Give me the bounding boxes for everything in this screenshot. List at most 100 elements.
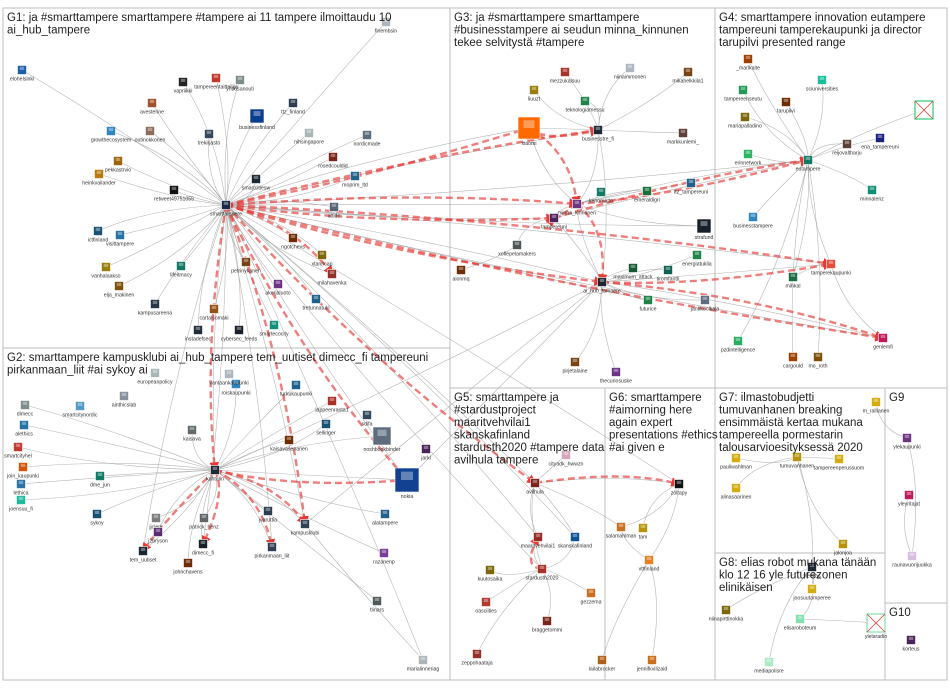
node-raunavuorijuukka[interactable]: raunavuorijuukka (892, 551, 932, 569)
node-mediapolisre[interactable]: mediapolisre (754, 657, 784, 675)
node-ai_hub_tampere[interactable]: ai_hub_tampere (583, 277, 621, 295)
node-roiskaupunki[interactable]: roiskaupunki (221, 379, 251, 397)
node-minnalenz[interactable]: minnalenz (860, 185, 884, 203)
node-mo_roth[interactable]: mo_roth (808, 352, 828, 370)
node-kenomatto[interactable]: kenomatto (589, 187, 613, 205)
node-cartalsomaki[interactable]: cartalsomaki (199, 304, 229, 322)
node-johnchavens[interactable]: johnchavens (172, 558, 203, 576)
node-tampereenseutu[interactable]: tampereenseutu (724, 85, 762, 103)
node-alinasaarinen[interactable]: alinasaarinen (721, 483, 752, 501)
node-mariapalladino[interactable]: mariapalladino (728, 112, 762, 130)
node-pauliwahlman[interactable]: pauliwahlman (720, 453, 752, 471)
node-retweet[interactable]: retweet49751055 (154, 185, 194, 203)
node-turkukaupunki[interactable]: turkukaupunki (280, 380, 312, 398)
node-growthecosystem[interactable]: growthecosystem (91, 126, 131, 144)
node-mihkal[interactable]: mihkal (786, 272, 801, 290)
node-gezzema[interactable]: gezzema (580, 588, 602, 606)
node-skanskafinland[interactable]: skanskafinland (558, 532, 592, 550)
node-finembsin[interactable]: finembsin (375, 17, 397, 35)
node-joosuutamperee[interactable]: joosuutamperee (792, 584, 831, 602)
node-genlemfi[interactable]: genlemfi (873, 333, 893, 351)
node-reijovaltharju[interactable]: reijovaltharju (832, 139, 862, 157)
node-tampereentaiteilija[interactable]: tampereentaitteilija (194, 73, 238, 91)
node-energiatuklia[interactable]: energiatuklia (682, 250, 712, 268)
node-kuhtalin[interactable]: kuhtalin (206, 465, 224, 483)
node-oasciities[interactable]: oasciities (475, 597, 497, 615)
node-cybersec_feeds[interactable]: cybersec_feeds (221, 325, 258, 343)
node-tarupilvi[interactable]: tarupilvi (777, 97, 795, 115)
node-vantaankaupunki[interactable]: vantaankaupunki (209, 369, 249, 387)
node-akerjaluoto[interactable]: akerjaluoto (265, 279, 291, 297)
node-patrick_henz[interactable]: patrick_henz (189, 513, 219, 531)
node-dme_jun[interactable]: dme_jun (90, 471, 110, 489)
node-kaisava[interactable]: kaisava (183, 425, 201, 443)
node-avilhula[interactable]: avilhula (526, 478, 544, 496)
node-cargould[interactable]: cargould (783, 352, 803, 370)
node-vanhalaakso[interactable]: vanhalaakso (91, 262, 121, 280)
node-smarttampere[interactable]: smarttampere (210, 200, 242, 218)
node-ttz_tampereuni[interactable]: ttz_tampereuni (674, 178, 708, 196)
node-ena_tampereuni[interactable]: ena_tampereuni (861, 133, 899, 151)
node-yleelias[interactable]: yleelias (803, 562, 821, 580)
node-teknologiamessu[interactable]: teknologiamessu (566, 96, 605, 114)
node-lailabrocker[interactable]: lailabrocker (589, 655, 616, 673)
node-xtanncap[interactable]: xtanncap (311, 250, 333, 268)
node-sdifa[interactable]: sdifa (362, 410, 373, 428)
node-businesstampere[interactable]: businesstampere (733, 212, 773, 230)
node-jennifkvilizaid[interactable]: jennifkvilizaid (636, 655, 668, 673)
node-tem_uutiset[interactable]: tem_uutiset (130, 546, 157, 564)
node-attido[interactable]: attido (328, 202, 341, 220)
node-alatampere[interactable]: alatampere (372, 509, 398, 527)
node-vttfinland[interactable]: vttfinland (639, 555, 660, 573)
node-nordicmade[interactable]: nordicmade (353, 130, 381, 148)
node-milahavenka[interactable]: milahavenka (317, 269, 347, 287)
node-nihsingapore[interactable]: nihsingapore (294, 128, 324, 146)
node-mezzukalsuu[interactable]: mezzukalsuu (550, 67, 580, 85)
node-businesstre_fi[interactable]: businesstre_fi (582, 125, 614, 143)
node-xofiepelamakers[interactable]: xofiepelamakers (498, 240, 536, 258)
node-businessfinland[interactable]: businessfinland (239, 108, 275, 131)
node-ictfinland[interactable]: ictfinland (88, 226, 109, 244)
node-maaritvehvilai1[interactable]: maaritvehvilai1 (521, 532, 556, 550)
node-sciuniversities[interactable]: sciuniversities (806, 75, 839, 93)
node-ainthicslab[interactable]: ainthicslab (112, 391, 137, 409)
node-join_kaupunki[interactable]: join_kaupunki (6, 462, 39, 480)
node-marialinneriag[interactable]: marialinneriag (407, 655, 440, 673)
node-jvarultia[interactable]: jvaruttia (258, 506, 277, 524)
node-sellinger[interactable]: sellinger (316, 419, 336, 437)
node-minna_kinnunen[interactable]: minna_kinnunen (558, 199, 596, 217)
node-maximum_attack[interactable]: maximum_attack (613, 263, 653, 281)
node-pzdintelligence[interactable]: pzdintelligence (721, 336, 755, 354)
node-liuuzt[interactable]: liuuzt (528, 85, 541, 103)
node-lappeenranta[interactable]: lappeenranta1 (315, 396, 349, 414)
node-europeanpolicy[interactable]: europeanpolicy (137, 368, 173, 386)
node-aionmq[interactable]: aionmq (452, 265, 470, 283)
node-futurice[interactable]: futurice (639, 295, 657, 313)
node-smartecocity[interactable]: smartecocity (259, 320, 289, 338)
node-visittampere[interactable]: visittampere (106, 230, 134, 248)
node-ngotchevs[interactable]: ngotchevs (281, 233, 305, 251)
node-alethics[interactable]: alethics (15, 420, 33, 438)
node-cityadk_hwwzn[interactable]: cityadk_hwwzn (549, 450, 584, 468)
node-pirkanmaan_liit[interactable]: pirkanmaan_liit (255, 542, 290, 560)
node-jarkl[interactable]: jarkl (420, 444, 431, 462)
node-strafund[interactable]: strafund (695, 218, 714, 241)
node-tretunnatukl[interactable]: tretunnatukl (302, 294, 330, 312)
node-elisaroboteum[interactable]: elisaroboteum (784, 614, 817, 632)
node-kuutosaika[interactable]: kuutosaika (478, 565, 503, 583)
node-pekkastrvio[interactable]: pekkastrvio (105, 156, 131, 174)
node-zoltapy[interactable]: zoltapy (671, 479, 688, 497)
node-ylekaupunki[interactable]: ylekaupunki (893, 433, 921, 451)
node-sykoy[interactable]: sykoy (90, 509, 104, 527)
node-stardusth2020[interactable]: stardusth2020 (526, 564, 559, 582)
node-smartcityhel[interactable]: smartcityhel (4, 442, 32, 460)
node-eutampere[interactable]: eutampere (796, 155, 821, 173)
node-moprim_ltd[interactable]: moprim_ltd (342, 171, 368, 189)
node-tumuvanhanen[interactable]: tumuvanhanen (780, 452, 814, 470)
node-tampereenyliopisto[interactable]: yhtiösanouti (226, 75, 254, 93)
node-salamahlman[interactable]: salamahlman (606, 522, 637, 540)
node-mo_ratt[interactable]: m_rallianen (863, 397, 890, 415)
node-tiromfantti[interactable]: tiromfantti (657, 265, 680, 283)
node-lethica[interactable]: lethica (14, 479, 29, 497)
node-kampusklubi[interactable]: kampusklubi (291, 519, 320, 537)
